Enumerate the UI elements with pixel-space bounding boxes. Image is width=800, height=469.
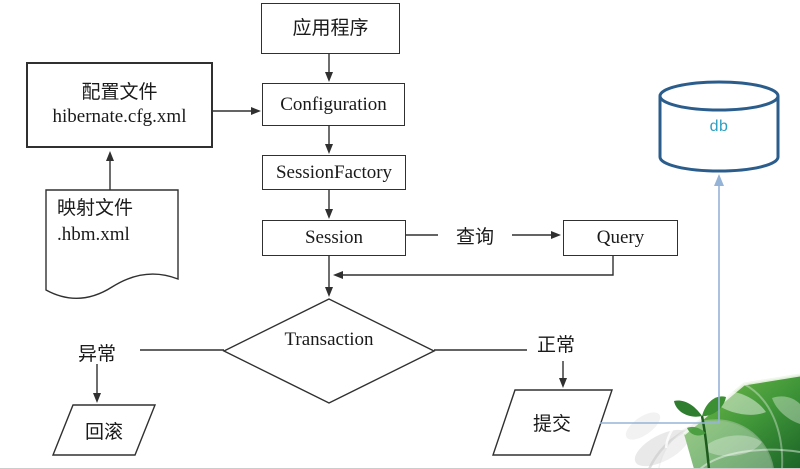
node-query-label: Query [596, 227, 645, 249]
rollback-label: 回滚 [84, 421, 123, 443]
node-query: Query [563, 220, 678, 256]
node-config-file-line2: hibernate.cfg.xml [52, 106, 187, 127]
globe-map-facet [684, 375, 800, 469]
node-configuration-label: Configuration [280, 93, 387, 115]
arrowhead-query-return [333, 271, 343, 279]
globe-graphic [625, 373, 800, 469]
node-config-file: 配置文件 hibernate.cfg.xml [26, 62, 213, 148]
commit-label: 提交 [532, 413, 571, 435]
arrowhead-into-configuration-top [325, 72, 333, 82]
sprout-stem [700, 415, 711, 469]
commit-parallelogram-shape [492, 389, 613, 456]
mapping-file-line1: 映射文件 [57, 198, 134, 219]
edge-label-query: 查询 [438, 223, 512, 248]
node-application: 应用程序 [261, 3, 400, 54]
database-cylinder [658, 80, 780, 173]
db-label: db [709, 118, 729, 135]
rollback-parallelogram-shape [51, 404, 157, 456]
arrowhead-into-session [325, 209, 333, 219]
arrowhead-into-query [551, 231, 561, 239]
edge-query-return [340, 256, 614, 276]
arrowhead-into-transaction [325, 287, 333, 297]
node-session: Session [262, 220, 406, 256]
arrowhead-into-sessionfactory [325, 144, 333, 154]
mapping-file-line2: .hbm.xml [57, 223, 130, 245]
node-sessionfactory-label: SessionFactory [275, 161, 393, 183]
mapping-file-label: 映射文件 .hbm.xml [57, 196, 177, 248]
sprout-leaf-right [702, 396, 726, 417]
node-sessionfactory: SessionFactory [262, 155, 406, 190]
arrowhead-into-commit [559, 378, 567, 388]
arrowhead-into-configfile-bottom [106, 151, 114, 161]
transaction-diamond-shape [222, 298, 436, 404]
sprout-leaf-left [674, 400, 702, 417]
arrowhead-into-configuration-left [251, 107, 261, 115]
flow-arrowheads [93, 72, 567, 403]
node-session-label: Session [304, 227, 364, 249]
commit-to-db-connector [600, 174, 724, 424]
node-config-file-line1: 配置文件 [81, 82, 158, 104]
transaction-label: Transaction [284, 329, 374, 350]
arrowhead-into-db [714, 174, 724, 186]
arrowhead-into-rollback [93, 393, 101, 403]
edge-label-exception: 异常 [77, 343, 116, 365]
node-application-label: 应用程序 [292, 17, 369, 39]
edge-label-normal: 正常 [536, 334, 575, 356]
sprout-leaf-small [687, 426, 706, 436]
node-configuration: Configuration [262, 83, 405, 126]
mapping-file-document-shape [45, 189, 179, 299]
glass-sphere [657, 419, 775, 469]
